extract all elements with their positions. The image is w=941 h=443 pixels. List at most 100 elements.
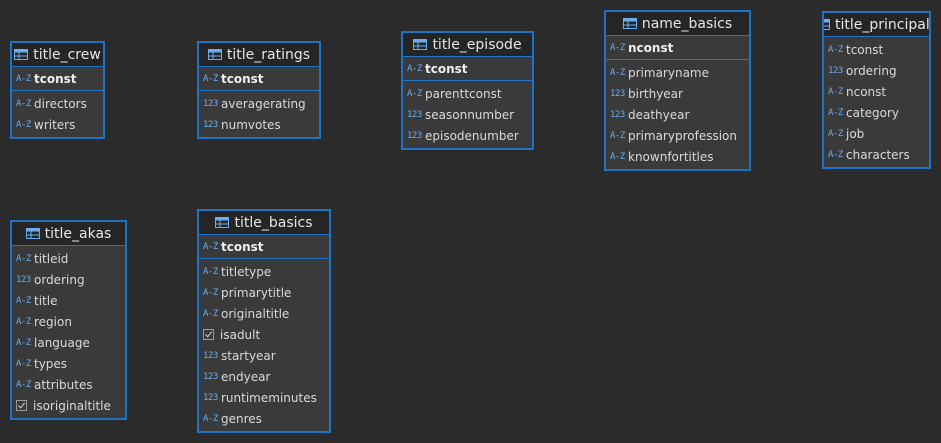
text-type-icon: A-Z xyxy=(203,308,218,319)
table-title: title_basics xyxy=(234,214,313,231)
column-name: isoriginaltitle xyxy=(33,398,111,413)
table-title: title_akas xyxy=(44,225,112,242)
text-type-icon: A-Z xyxy=(16,98,31,109)
table-header[interactable]: title_ratings xyxy=(199,43,319,67)
table-title: title_episode xyxy=(432,36,522,53)
column-name: tconst xyxy=(221,71,264,86)
table-header[interactable]: title_akas xyxy=(12,222,125,246)
column-name: isadult xyxy=(220,327,261,342)
table-column[interactable]: isadult xyxy=(199,324,329,345)
table-title: title_ratings xyxy=(226,46,311,63)
column-name: tconst xyxy=(425,61,468,76)
table-header[interactable]: title_episode xyxy=(403,33,532,57)
column-name: language xyxy=(34,335,90,350)
table-icon xyxy=(14,49,29,60)
text-type-icon: A-Z xyxy=(203,241,218,252)
numeric-type-icon: 123 xyxy=(203,371,218,382)
text-type-icon: A-Z xyxy=(16,379,31,390)
column-name: nconst xyxy=(846,84,887,99)
column-name: primaryprofession xyxy=(628,128,737,143)
text-type-icon: A-Z xyxy=(16,253,31,264)
table-icon xyxy=(824,19,830,30)
table-icon xyxy=(622,18,637,29)
column-name: region xyxy=(34,314,72,329)
column-name: writers xyxy=(34,117,76,132)
table-header[interactable]: name_basics xyxy=(606,12,749,36)
column-name: knownfortitles xyxy=(628,149,714,164)
numeric-type-icon: 123 xyxy=(16,274,31,285)
column-name: genres xyxy=(221,411,262,426)
table-header[interactable]: title_basics xyxy=(199,211,329,235)
numeric-type-icon: 123 xyxy=(203,350,218,361)
column-name: numvotes xyxy=(221,117,281,132)
numeric-type-icon: 123 xyxy=(203,119,218,130)
column-name: seasonnumber xyxy=(425,107,515,122)
text-type-icon: A-Z xyxy=(16,73,31,84)
column-name: tconst xyxy=(34,71,77,86)
column-name: startyear xyxy=(221,348,276,363)
text-type-icon: A-Z xyxy=(16,358,31,369)
text-type-icon: A-Z xyxy=(16,316,31,327)
table-column[interactable]: isoriginaltitle xyxy=(12,395,125,416)
table-header[interactable]: title_crew xyxy=(12,43,103,67)
text-type-icon: A-Z xyxy=(407,63,422,74)
table-header[interactable]: title_principals xyxy=(824,13,929,37)
text-type-icon: A-Z xyxy=(610,67,625,78)
column-name: directors xyxy=(34,96,87,111)
numeric-type-icon: 123 xyxy=(407,109,422,120)
column-name: deathyear xyxy=(628,107,690,122)
table-title: name_basics xyxy=(641,15,733,32)
column-name: episodenumber xyxy=(425,128,519,143)
